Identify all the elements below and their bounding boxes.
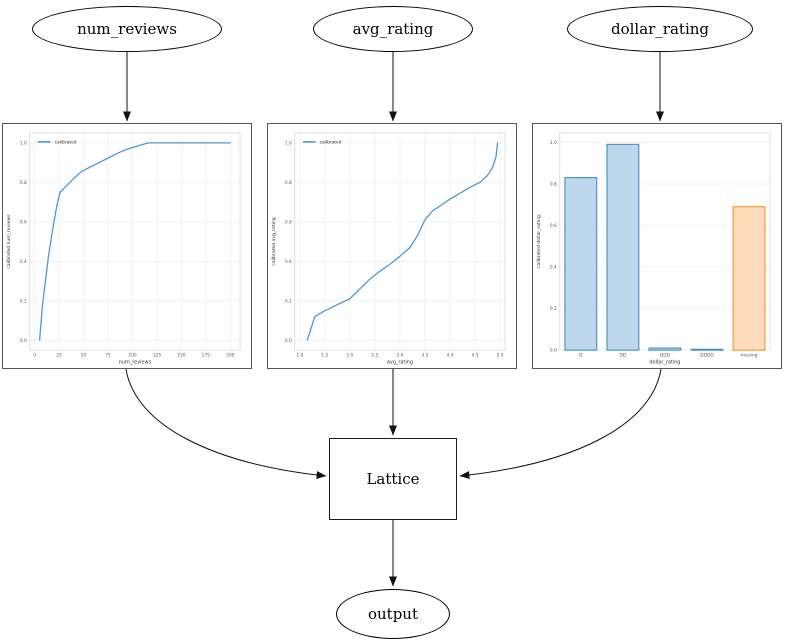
legend-label: calibrated: [320, 139, 342, 145]
num-reviews-calibration-chart: 0.0 0.2 0.4 0.6 0.8 1.0 0 25 50 75 100 125 150 175 200…: [6, 132, 241, 366]
edge-plot3-to-lattice: [459, 368, 662, 479]
svg-text:25: 25: [56, 353, 62, 359]
node-avg-rating: avg_rating: [313, 6, 473, 52]
svg-text:1.5: 1.5: [321, 353, 328, 359]
node-avg-rating-label: avg_rating: [352, 20, 434, 38]
svg-text:200: 200: [226, 353, 235, 359]
legend-label: calibrated: [55, 139, 77, 145]
svg-text:0.8: 0.8: [550, 181, 557, 187]
node-num-reviews-label: num_reviews: [77, 20, 177, 38]
svg-text:missing: missing: [741, 353, 758, 359]
bar-D: [564, 177, 598, 351]
svg-text:125: 125: [153, 353, 162, 359]
svg-text:175: 175: [202, 353, 211, 359]
node-lattice: Lattice: [329, 438, 457, 520]
x-axis-label: avg_rating: [387, 360, 413, 366]
y-axis-label: calibrated dollar_rating: [536, 215, 542, 268]
svg-text:2.5: 2.5: [371, 353, 378, 359]
avg-rating-calibration-chart: 0.0 0.2 0.4 0.6 0.8 1.0 1.0 1.5 2.0 2.5 3.0 3.5 4.0 4…: [271, 132, 506, 366]
node-dollar-rating: dollar_rating: [567, 6, 753, 52]
calibration-curve: [306, 142, 499, 341]
svg-text:DD: DD: [620, 353, 627, 359]
svg-text:DDDD: DDDD: [700, 353, 714, 359]
svg-text:0: 0: [33, 353, 36, 359]
edge-plot1-to-lattice: [125, 368, 327, 479]
svg-text:0.6: 0.6: [285, 219, 292, 225]
calibration-curve: [38, 142, 231, 341]
svg-text:3.5: 3.5: [421, 353, 428, 359]
svg-text:1.0: 1.0: [20, 140, 27, 146]
svg-text:1.0: 1.0: [550, 140, 557, 146]
svg-text:0.0: 0.0: [550, 348, 557, 354]
svg-text:0.0: 0.0: [20, 338, 27, 344]
y-axis-label: calibrated avg_rating: [271, 217, 277, 265]
bar-DD: [606, 143, 640, 351]
y-axis-label: calibrated num_reviews: [6, 214, 12, 269]
svg-text:3.0: 3.0: [396, 353, 403, 359]
svg-text:0.8: 0.8: [285, 180, 292, 186]
node-output: output: [336, 589, 450, 639]
plot-num-reviews-calibration: 0.0 0.2 0.4 0.6 0.8 1.0 0 25 50 75 100 125 150 175 200…: [2, 123, 252, 369]
svg-text:1.0: 1.0: [296, 353, 303, 359]
svg-text:50: 50: [81, 353, 87, 359]
x-axis-label: num_reviews: [119, 360, 152, 366]
svg-text:0.8: 0.8: [20, 180, 27, 186]
svg-text:0.2: 0.2: [20, 298, 27, 304]
bar-DDD: [648, 347, 682, 351]
svg-text:DDD: DDD: [660, 353, 671, 359]
bar-missing: [732, 206, 766, 351]
svg-text:0.2: 0.2: [285, 298, 292, 304]
bar-DDDD: [690, 348, 724, 351]
svg-text:4.0: 4.0: [447, 353, 454, 359]
svg-text:150: 150: [177, 353, 186, 359]
plot-avg-rating-calibration: 0.0 0.2 0.4 0.6 0.8 1.0 1.0 1.5 2.0 2.5 3.0 3.5 4.0 4…: [267, 123, 517, 369]
svg-text:4.5: 4.5: [472, 353, 479, 359]
node-dollar-rating-label: dollar_rating: [610, 20, 710, 38]
axes-area: [29, 132, 241, 351]
svg-text:100: 100: [128, 353, 137, 359]
svg-text:0.6: 0.6: [20, 219, 27, 225]
svg-text:0.0: 0.0: [285, 338, 292, 344]
svg-text:0.2: 0.2: [550, 306, 557, 312]
node-num-reviews: num_reviews: [32, 6, 222, 52]
svg-text:0.4: 0.4: [285, 259, 292, 265]
svg-text:2.0: 2.0: [346, 353, 353, 359]
svg-text:0.4: 0.4: [20, 259, 27, 265]
svg-text:75: 75: [105, 353, 111, 359]
svg-text:1.0: 1.0: [285, 140, 292, 146]
svg-text:0.6: 0.6: [550, 223, 557, 229]
node-output-label: output: [367, 605, 418, 623]
svg-text:D: D: [579, 353, 583, 359]
x-axis-label: dollar_rating: [649, 360, 680, 366]
svg-text:5.0: 5.0: [497, 353, 504, 359]
node-lattice-label: Lattice: [366, 470, 420, 488]
svg-text:0.4: 0.4: [550, 265, 557, 271]
